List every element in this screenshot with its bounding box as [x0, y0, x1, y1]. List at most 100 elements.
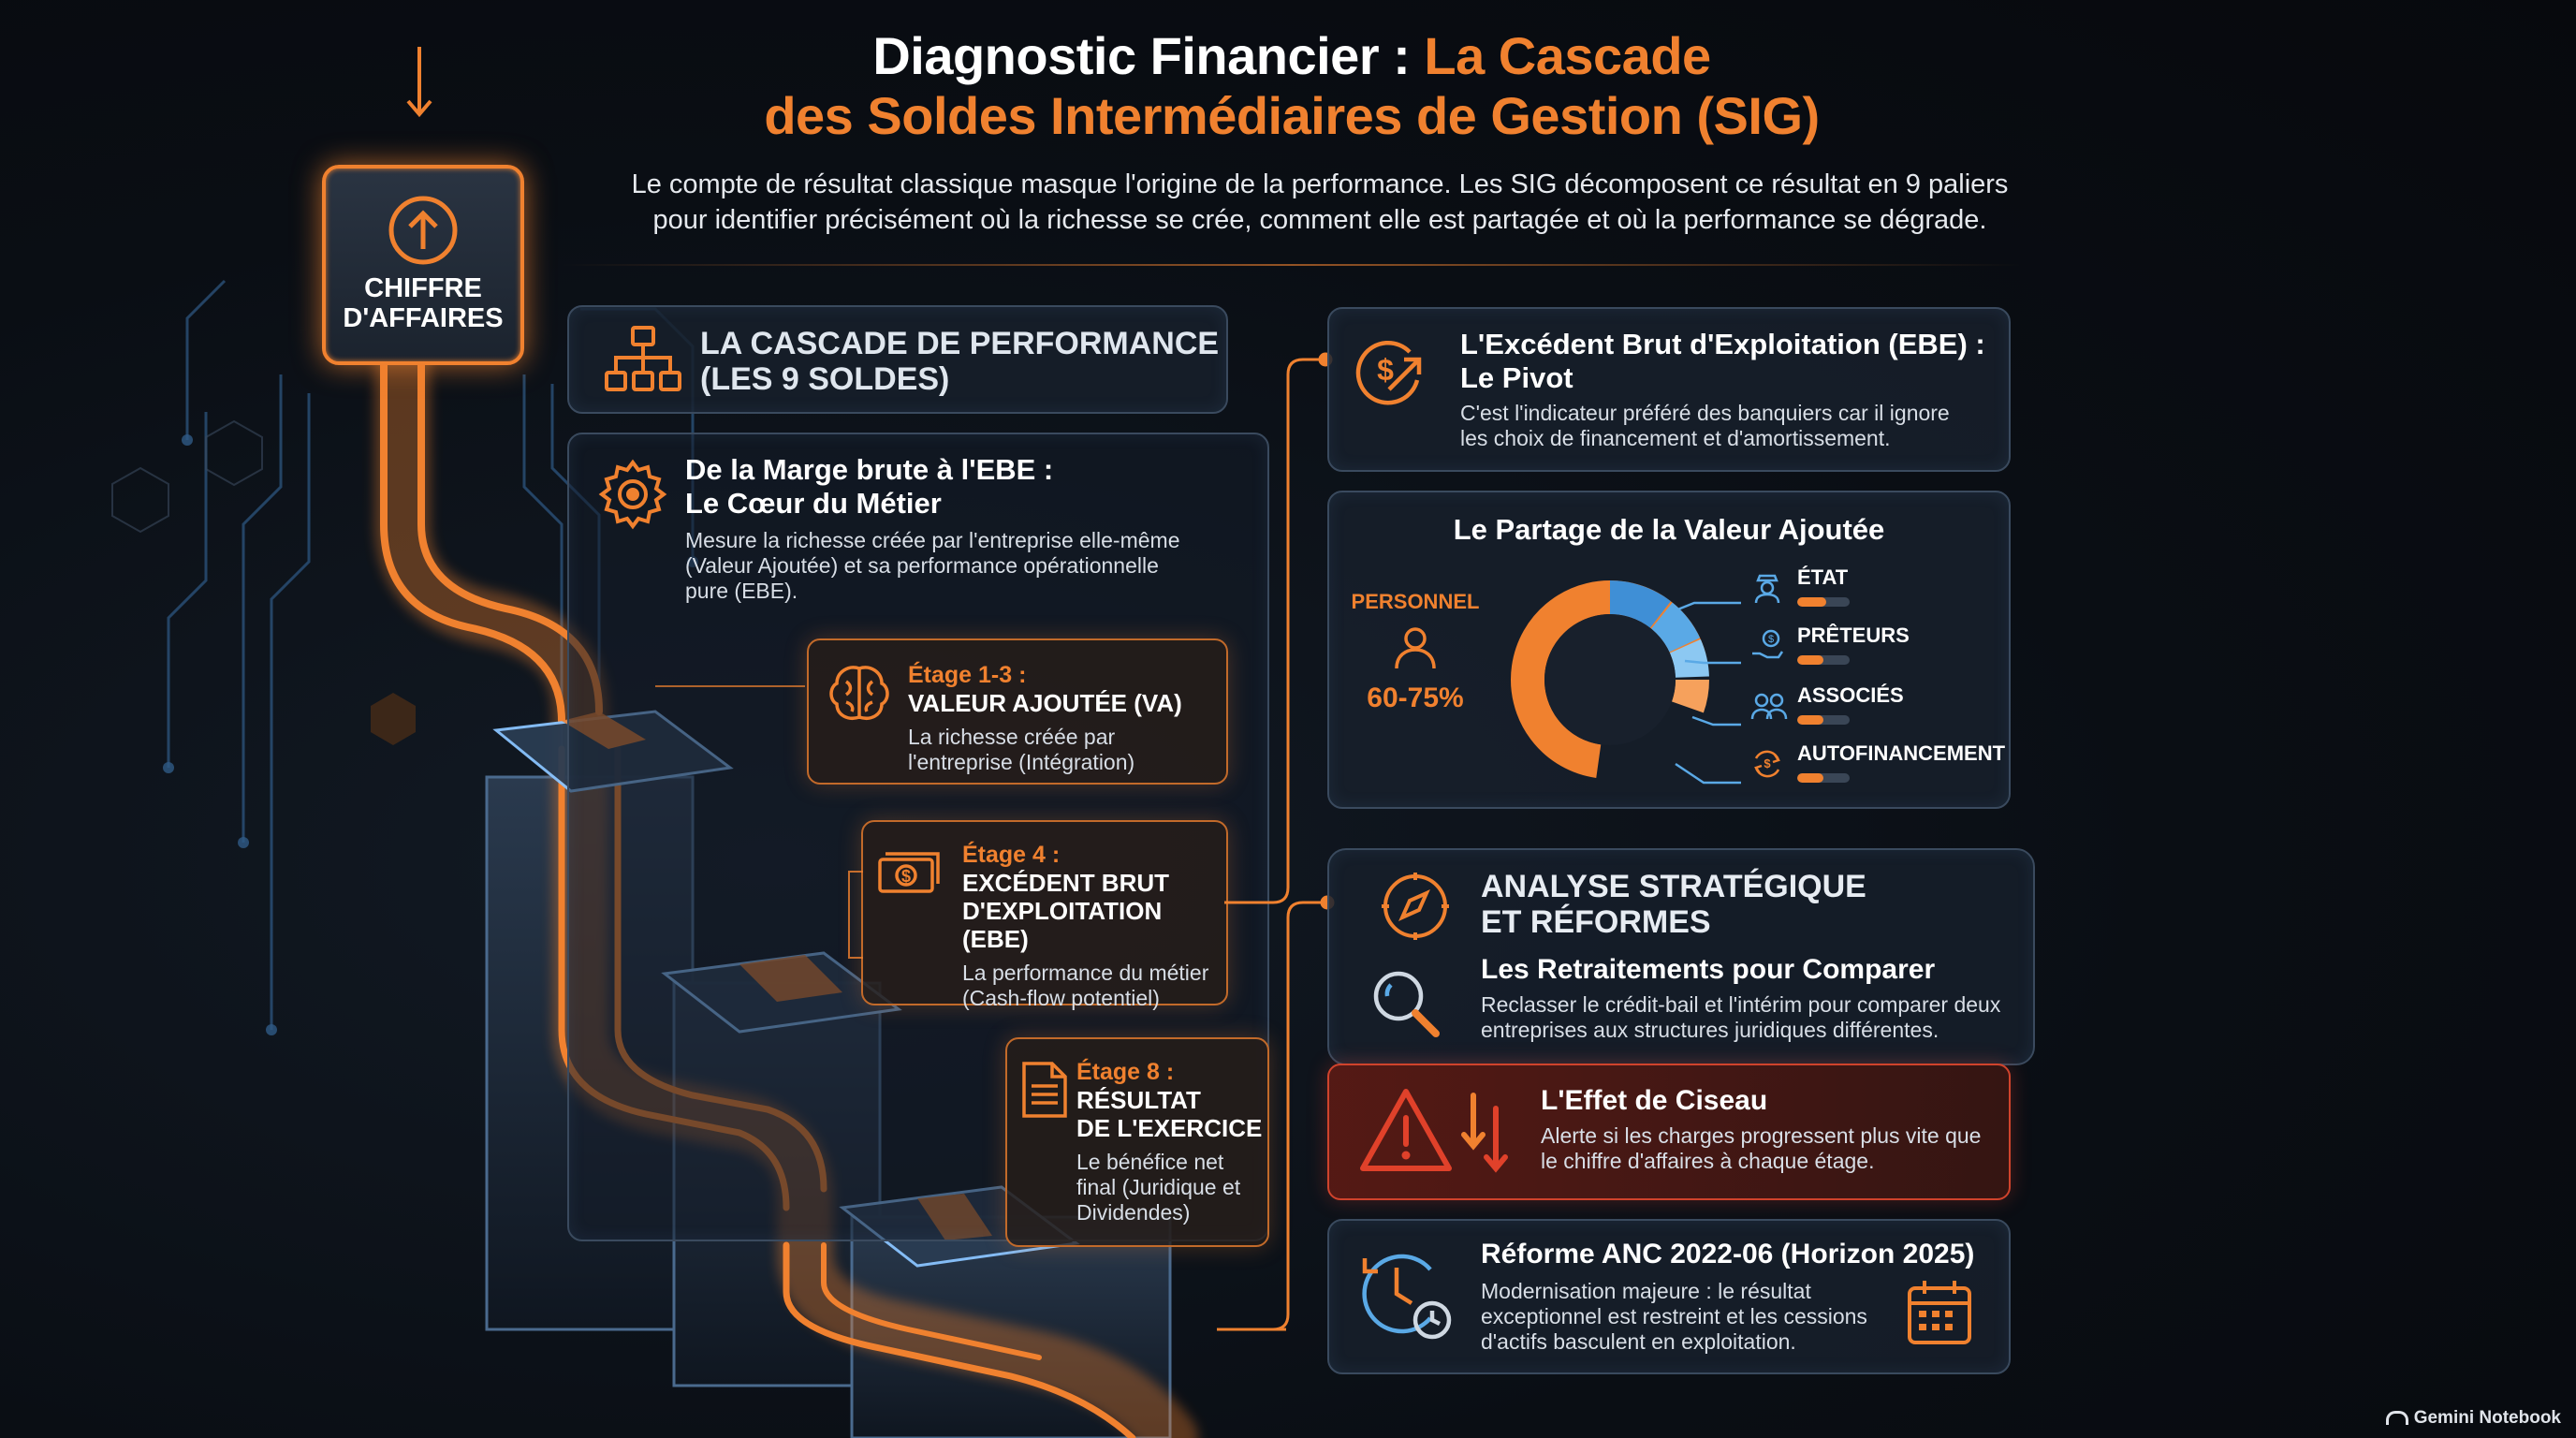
analyse-header-line-1: ANALYSE STRATÉGIQUE [1481, 869, 1866, 904]
legend-label-associes: ASSOCIÉS [1797, 683, 1904, 707]
down-arrows-icon [1461, 1093, 1508, 1173]
page-subtitle: Le compte de résultat classique masque l… [524, 167, 2115, 238]
legend-label-autofinancement: AUTOFINANCEMENT [1797, 741, 2006, 765]
ciseau-title: L'Effet de Ciseau [1541, 1085, 1768, 1116]
stage-ebe-label: Étage 4 : [962, 842, 1061, 868]
stage-va-title: VALEUR AJOUTÉE (VA) [908, 689, 1182, 717]
svg-text:$: $ [1768, 634, 1774, 645]
dollar-growth-icon: $ [1355, 341, 1422, 405]
stage-resultat-text-3: Dividendes) [1076, 1200, 1191, 1225]
cash-icon: $ [878, 852, 940, 893]
cascade-header-line-1: LA CASCADE DE PERFORMANCE [700, 326, 1220, 361]
personnel-value: 60-75% [1367, 682, 1464, 713]
brand-icon [2385, 1411, 2408, 1426]
ebe-pivot-card: $ L'Excédent Brut d'Exploitation (EBE) :… [1327, 307, 2011, 472]
stage-resultat-title-2: DE L'EXERCICE [1076, 1114, 1263, 1142]
stage-resultat-text: Étage 8 : RÉSULTAT DE L'EXERCICE Le béné… [1076, 1058, 1264, 1225]
donut-leader-lines [1666, 601, 1741, 785]
reforme-title: Réforme ANC 2022-06 (Horizon 2025) [1481, 1239, 1975, 1269]
ebe-title: L'Excédent Brut d'Exploitation (EBE) : L… [1460, 328, 2003, 395]
official-icon [1754, 574, 1780, 604]
stage-ebe-text: Étage 4 : EXCÉDENT BRUT D'EXPLOITATION (… [962, 841, 1224, 1011]
stage-ebe-title-1: EXCÉDENT BRUT [962, 869, 1170, 897]
org-chart-icon [605, 326, 681, 391]
compass-icon [1382, 873, 1449, 940]
personnel-block: PERSONNEL 60-75% [1350, 590, 1481, 714]
svg-text:$: $ [901, 867, 911, 886]
brain-icon [829, 666, 889, 720]
retraitements-block: Les Retraitements pour Comparer Reclasse… [1481, 953, 2024, 1043]
cascade-header-line-2: (LES 9 SOLDES) [700, 361, 950, 397]
partage-legend: ÉTAT $ PRÊTEURS ASSOCIÉS $ AUTOFINANCEME… [1750, 565, 2006, 790]
ebe-title-line-2: Le Pivot [1460, 361, 1573, 394]
cascade-main-text-line-1: Mesure la richesse créée par l'entrepris… [685, 528, 1180, 552]
legend-bar-autofinancement [1797, 773, 1850, 783]
personnel-label: PERSONNEL [1351, 590, 1480, 613]
reforme-anc-card: Réforme ANC 2022-06 (Horizon 2025) Moder… [1327, 1219, 2011, 1374]
stage-ebe-text-1: La performance du métier [962, 961, 1209, 985]
stage-va-connector [655, 685, 805, 687]
ciseau-text-2: le chiffre d'affaires à chaque étage. [1541, 1149, 1875, 1173]
chiffre-affaires-label: CHIFFRE D'AFFAIRES [326, 273, 520, 333]
chiffre-affaires-box: CHIFFRE D'AFFAIRES [322, 165, 524, 365]
footer-brand: Gemini Notebook [2385, 1408, 2561, 1429]
partners-icon [1750, 693, 1788, 720]
subtitle-line-1: Le compte de résultat classique masque l… [631, 169, 2009, 199]
ca-label-line-1: CHIFFRE [364, 273, 482, 303]
retraitements-text-2: entreprises aux structures juridiques di… [1481, 1018, 1939, 1042]
ciseau-block: L'Effet de Ciseau Alerte si les charges … [1541, 1084, 1999, 1174]
partage-donut-chart [1511, 580, 1709, 779]
effet-ciseau-card: L'Effet de Ciseau Alerte si les charges … [1327, 1064, 2011, 1200]
right-connectors [1217, 352, 1335, 1331]
title-white: Diagnostic Financier : [872, 26, 1411, 85]
reforme-text-1: Modernisation majeure : le résultat [1481, 1279, 1811, 1303]
stage-ebe-title-2: D'EXPLOITATION (EBE) [962, 897, 1163, 953]
donut-slice-autofinancement [1511, 580, 1709, 779]
analyse-header-line-2: ET RÉFORMES [1481, 904, 1711, 940]
svg-text:$: $ [1377, 353, 1394, 387]
partage-va-card: Le Partage de la Valeur Ajoutée PERSONNE… [1327, 491, 2011, 809]
stage-ebe-text-2: (Cash-flow potentiel) [962, 986, 1160, 1010]
document-icon [1022, 1062, 1067, 1118]
partage-title: Le Partage de la Valeur Ajoutée [1453, 513, 1885, 546]
svg-text:$: $ [1764, 756, 1771, 770]
stage-resultat-text-2: final (Juridique et [1076, 1175, 1241, 1199]
stage-resultat-title-1: RÉSULTAT [1076, 1086, 1201, 1114]
arrow-up-circle-icon [388, 196, 458, 265]
cascade-main-text-line-3: pure (EBE). [685, 579, 798, 603]
calendar-icon [1908, 1281, 1971, 1344]
ca-label-line-2: D'AFFAIRES [343, 303, 504, 333]
header-divider [562, 264, 2022, 266]
stage-resultat-label: Étage 8 : [1076, 1059, 1175, 1085]
legend-label-etat: ÉTAT [1797, 565, 1849, 589]
stage-card-ebe: $ Étage 4 : EXCÉDENT BRUT D'EXPLOITATION… [861, 820, 1228, 1010]
analyse-card: ANALYSE STRATÉGIQUE ET RÉFORMES Les Retr… [1327, 848, 2035, 1065]
retraitements-title: Les Retraitements pour Comparer [1481, 954, 1936, 985]
title-orange-1: La Cascade [1424, 26, 1711, 85]
gear-target-icon [598, 459, 667, 530]
ebe-text-line-2: les choix de financement et d'amortissem… [1460, 426, 1891, 450]
analyse-header: ANALYSE STRATÉGIQUE ET RÉFORMES [1481, 869, 2024, 940]
ciseau-text-1: Alerte si les charges progressent plus v… [1541, 1123, 1982, 1148]
stage-va-text: Étage 1-3 : VALEUR AJOUTÉE (VA) La riche… [908, 661, 1217, 775]
donut-slice-preteurs [1511, 580, 1709, 779]
retraitements-text-1: Reclasser le crédit-bail et l'intérim po… [1481, 992, 2001, 1017]
cascade-header-text: LA CASCADE DE PERFORMANCE (LES 9 SOLDES) [700, 326, 1224, 397]
legend-bar-associes [1797, 715, 1850, 725]
legend-bar-preteurs [1797, 655, 1850, 665]
stage-va-text-2: l'entreprise (Intégration) [908, 750, 1135, 774]
cascade-main-text-line-2: (Valeur Ajoutée) et sa performance opéra… [685, 553, 1159, 578]
person-icon [1395, 627, 1436, 669]
footer-brand-label: Gemini Notebook [2413, 1408, 2561, 1428]
magnifier-icon [1373, 971, 1440, 1037]
cascade-main-title-line-1: De la Marge brute à l'EBE : [685, 453, 1054, 486]
stage-ebe-connector [848, 871, 863, 959]
stage-resultat-text-1: Le bénéfice net [1076, 1150, 1224, 1174]
title-orange-2: des Soldes Intermédiaires de Gestion (SI… [764, 86, 1820, 145]
clock-history-icon [1362, 1254, 1452, 1340]
cascade-main-title: De la Marge brute à l'EBE : Le Cœur du M… [685, 453, 1247, 521]
reforme-text-3: d'actifs basculent en exploitation. [1481, 1329, 1796, 1354]
stage-va-label: Étage 1-3 : [908, 662, 1027, 688]
donut-slice-etat [1511, 580, 1709, 779]
ebe-text-line-1: C'est l'indicateur préféré des banquiers… [1460, 401, 1950, 425]
